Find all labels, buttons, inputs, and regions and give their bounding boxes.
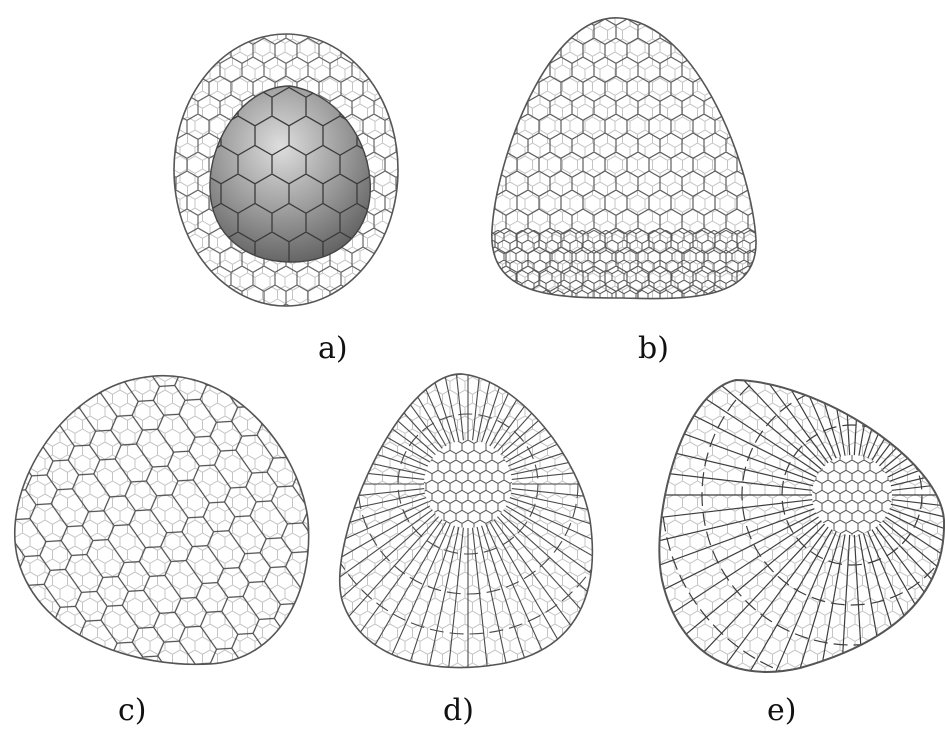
panel-e-mesh xyxy=(592,235,945,735)
panel-d-cell-edge xyxy=(495,321,615,455)
panel-label-a: a) xyxy=(318,334,348,364)
panel-e-cell-edge xyxy=(862,246,926,461)
panel-label-b: b) xyxy=(638,334,669,364)
panel-label-c: c) xyxy=(118,696,147,726)
panel-c-mesh xyxy=(0,350,320,680)
panel-e-cell-edge xyxy=(866,256,945,462)
panel-label-e: e) xyxy=(767,696,796,726)
panel-a-mesh xyxy=(170,30,410,320)
panel-label-d: d) xyxy=(443,696,474,726)
panel-d-mesh xyxy=(248,264,688,704)
panel-b-mesh xyxy=(480,10,770,310)
panel-d-cell-edge xyxy=(498,337,632,457)
panel-e-cell-edge xyxy=(870,270,945,464)
